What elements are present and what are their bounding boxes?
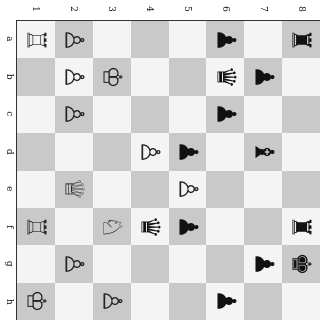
board-square[interactable]	[244, 208, 282, 245]
board-square[interactable]: ♛	[131, 208, 169, 245]
chess-piece[interactable]: ♛	[212, 65, 238, 88]
board-square[interactable]: ♙	[55, 245, 93, 282]
chess-piece[interactable]: ♔	[99, 65, 125, 88]
board-square[interactable]	[169, 21, 207, 58]
board-square[interactable]	[17, 58, 55, 95]
board-square[interactable]: ♙	[131, 133, 169, 170]
chess-board: ♖ ♙ ♟ ♜ ♙ ♔ ♛ ♟ ♙ ♟ ♙ ♟ ♝ ♕ ♙ ♖ ♘ ♛ ♟ ♜ ♙ ♟ ♚ ♔ ♙ ♟	[16, 20, 320, 320]
board-square[interactable]	[169, 283, 207, 320]
board-square[interactable]: ♟	[169, 208, 207, 245]
chess-piece[interactable]: ♟	[174, 140, 200, 163]
chess-piece[interactable]: ♝	[250, 140, 276, 163]
board-square[interactable]	[244, 21, 282, 58]
board-square[interactable]: ♟	[244, 58, 282, 95]
board-square[interactable]	[282, 58, 320, 95]
board-square[interactable]: ♟	[206, 21, 244, 58]
board-square[interactable]	[169, 58, 207, 95]
chess-piece[interactable]: ♙	[61, 103, 87, 126]
chess-piece[interactable]: ♟	[174, 215, 200, 238]
board-square[interactable]: ♟	[206, 283, 244, 320]
board-square[interactable]	[131, 283, 169, 320]
board-square[interactable]: ♙	[55, 96, 93, 133]
chess-piece[interactable]: ♕	[61, 178, 87, 201]
chess-piece[interactable]: ♙	[61, 28, 87, 51]
chess-piece[interactable]: ♜	[288, 28, 314, 51]
board-square[interactable]: ♙	[93, 283, 131, 320]
chess-piece[interactable]: ♟	[212, 290, 238, 313]
board-square[interactable]	[131, 21, 169, 58]
chess-piece[interactable]: ♙	[61, 252, 87, 275]
board-square[interactable]	[282, 283, 320, 320]
board-square[interactable]	[206, 133, 244, 170]
board-square[interactable]: ♙	[55, 58, 93, 95]
chess-piece[interactable]: ♜	[288, 215, 314, 238]
board-square[interactable]	[206, 171, 244, 208]
chess-piece[interactable]: ♘	[99, 215, 125, 238]
board-square[interactable]	[55, 133, 93, 170]
board-square[interactable]	[131, 171, 169, 208]
board-square[interactable]: ♚	[282, 245, 320, 282]
board-square[interactable]	[282, 171, 320, 208]
board-square[interactable]	[55, 208, 93, 245]
board-square[interactable]: ♔	[93, 58, 131, 95]
board-square[interactable]	[17, 171, 55, 208]
board-square[interactable]: ♜	[282, 208, 320, 245]
chess-piece[interactable]: ♖	[23, 28, 49, 51]
board-square[interactable]: ♝	[244, 133, 282, 170]
board-square[interactable]	[93, 133, 131, 170]
board-square[interactable]: ♖	[17, 21, 55, 58]
board-square[interactable]	[206, 245, 244, 282]
board-square[interactable]	[244, 96, 282, 133]
chess-piece[interactable]: ♛	[137, 215, 163, 238]
chess-piece[interactable]: ♙	[99, 290, 125, 313]
chess-piece[interactable]: ♟	[212, 103, 238, 126]
board-square[interactable]	[169, 96, 207, 133]
board-square[interactable]: ♘	[93, 208, 131, 245]
chess-piece[interactable]: ♟	[212, 28, 238, 51]
board-square[interactable]	[206, 208, 244, 245]
chess-piece[interactable]: ♟	[250, 65, 276, 88]
board-square[interactable]	[17, 133, 55, 170]
board-square[interactable]	[17, 245, 55, 282]
board-square[interactable]	[244, 171, 282, 208]
chess-piece[interactable]: ♔	[23, 290, 49, 313]
chess-piece[interactable]: ♙	[61, 65, 87, 88]
chess-piece[interactable]: ♟	[250, 252, 276, 275]
board-square[interactable]	[244, 283, 282, 320]
board-square[interactable]	[282, 133, 320, 170]
board-square[interactable]: ♙	[55, 21, 93, 58]
board-square[interactable]: ♟	[169, 133, 207, 170]
chess-piece[interactable]: ♚	[288, 252, 314, 275]
board-square[interactable]: ♟	[206, 96, 244, 133]
board-square[interactable]: ♕	[55, 171, 93, 208]
chess-piece[interactable]: ♙	[137, 140, 163, 163]
board-square[interactable]	[169, 245, 207, 282]
board-square[interactable]	[93, 171, 131, 208]
board-square[interactable]: ♜	[282, 21, 320, 58]
board-square[interactable]	[93, 21, 131, 58]
chess-piece[interactable]: ♖	[23, 215, 49, 238]
board-square[interactable]: ♔	[17, 283, 55, 320]
board-square[interactable]	[282, 96, 320, 133]
board-square[interactable]	[131, 96, 169, 133]
board-square[interactable]	[55, 283, 93, 320]
board-square[interactable]	[131, 58, 169, 95]
board-square[interactable]: ♖	[17, 208, 55, 245]
board-square[interactable]	[93, 96, 131, 133]
board-square[interactable]	[93, 245, 131, 282]
board-square[interactable]	[17, 96, 55, 133]
board-square[interactable]: ♟	[244, 245, 282, 282]
board-square[interactable]	[131, 245, 169, 282]
board-square[interactable]: ♛	[206, 58, 244, 95]
board-square[interactable]: ♙	[169, 171, 207, 208]
chess-piece[interactable]: ♙	[174, 178, 200, 201]
